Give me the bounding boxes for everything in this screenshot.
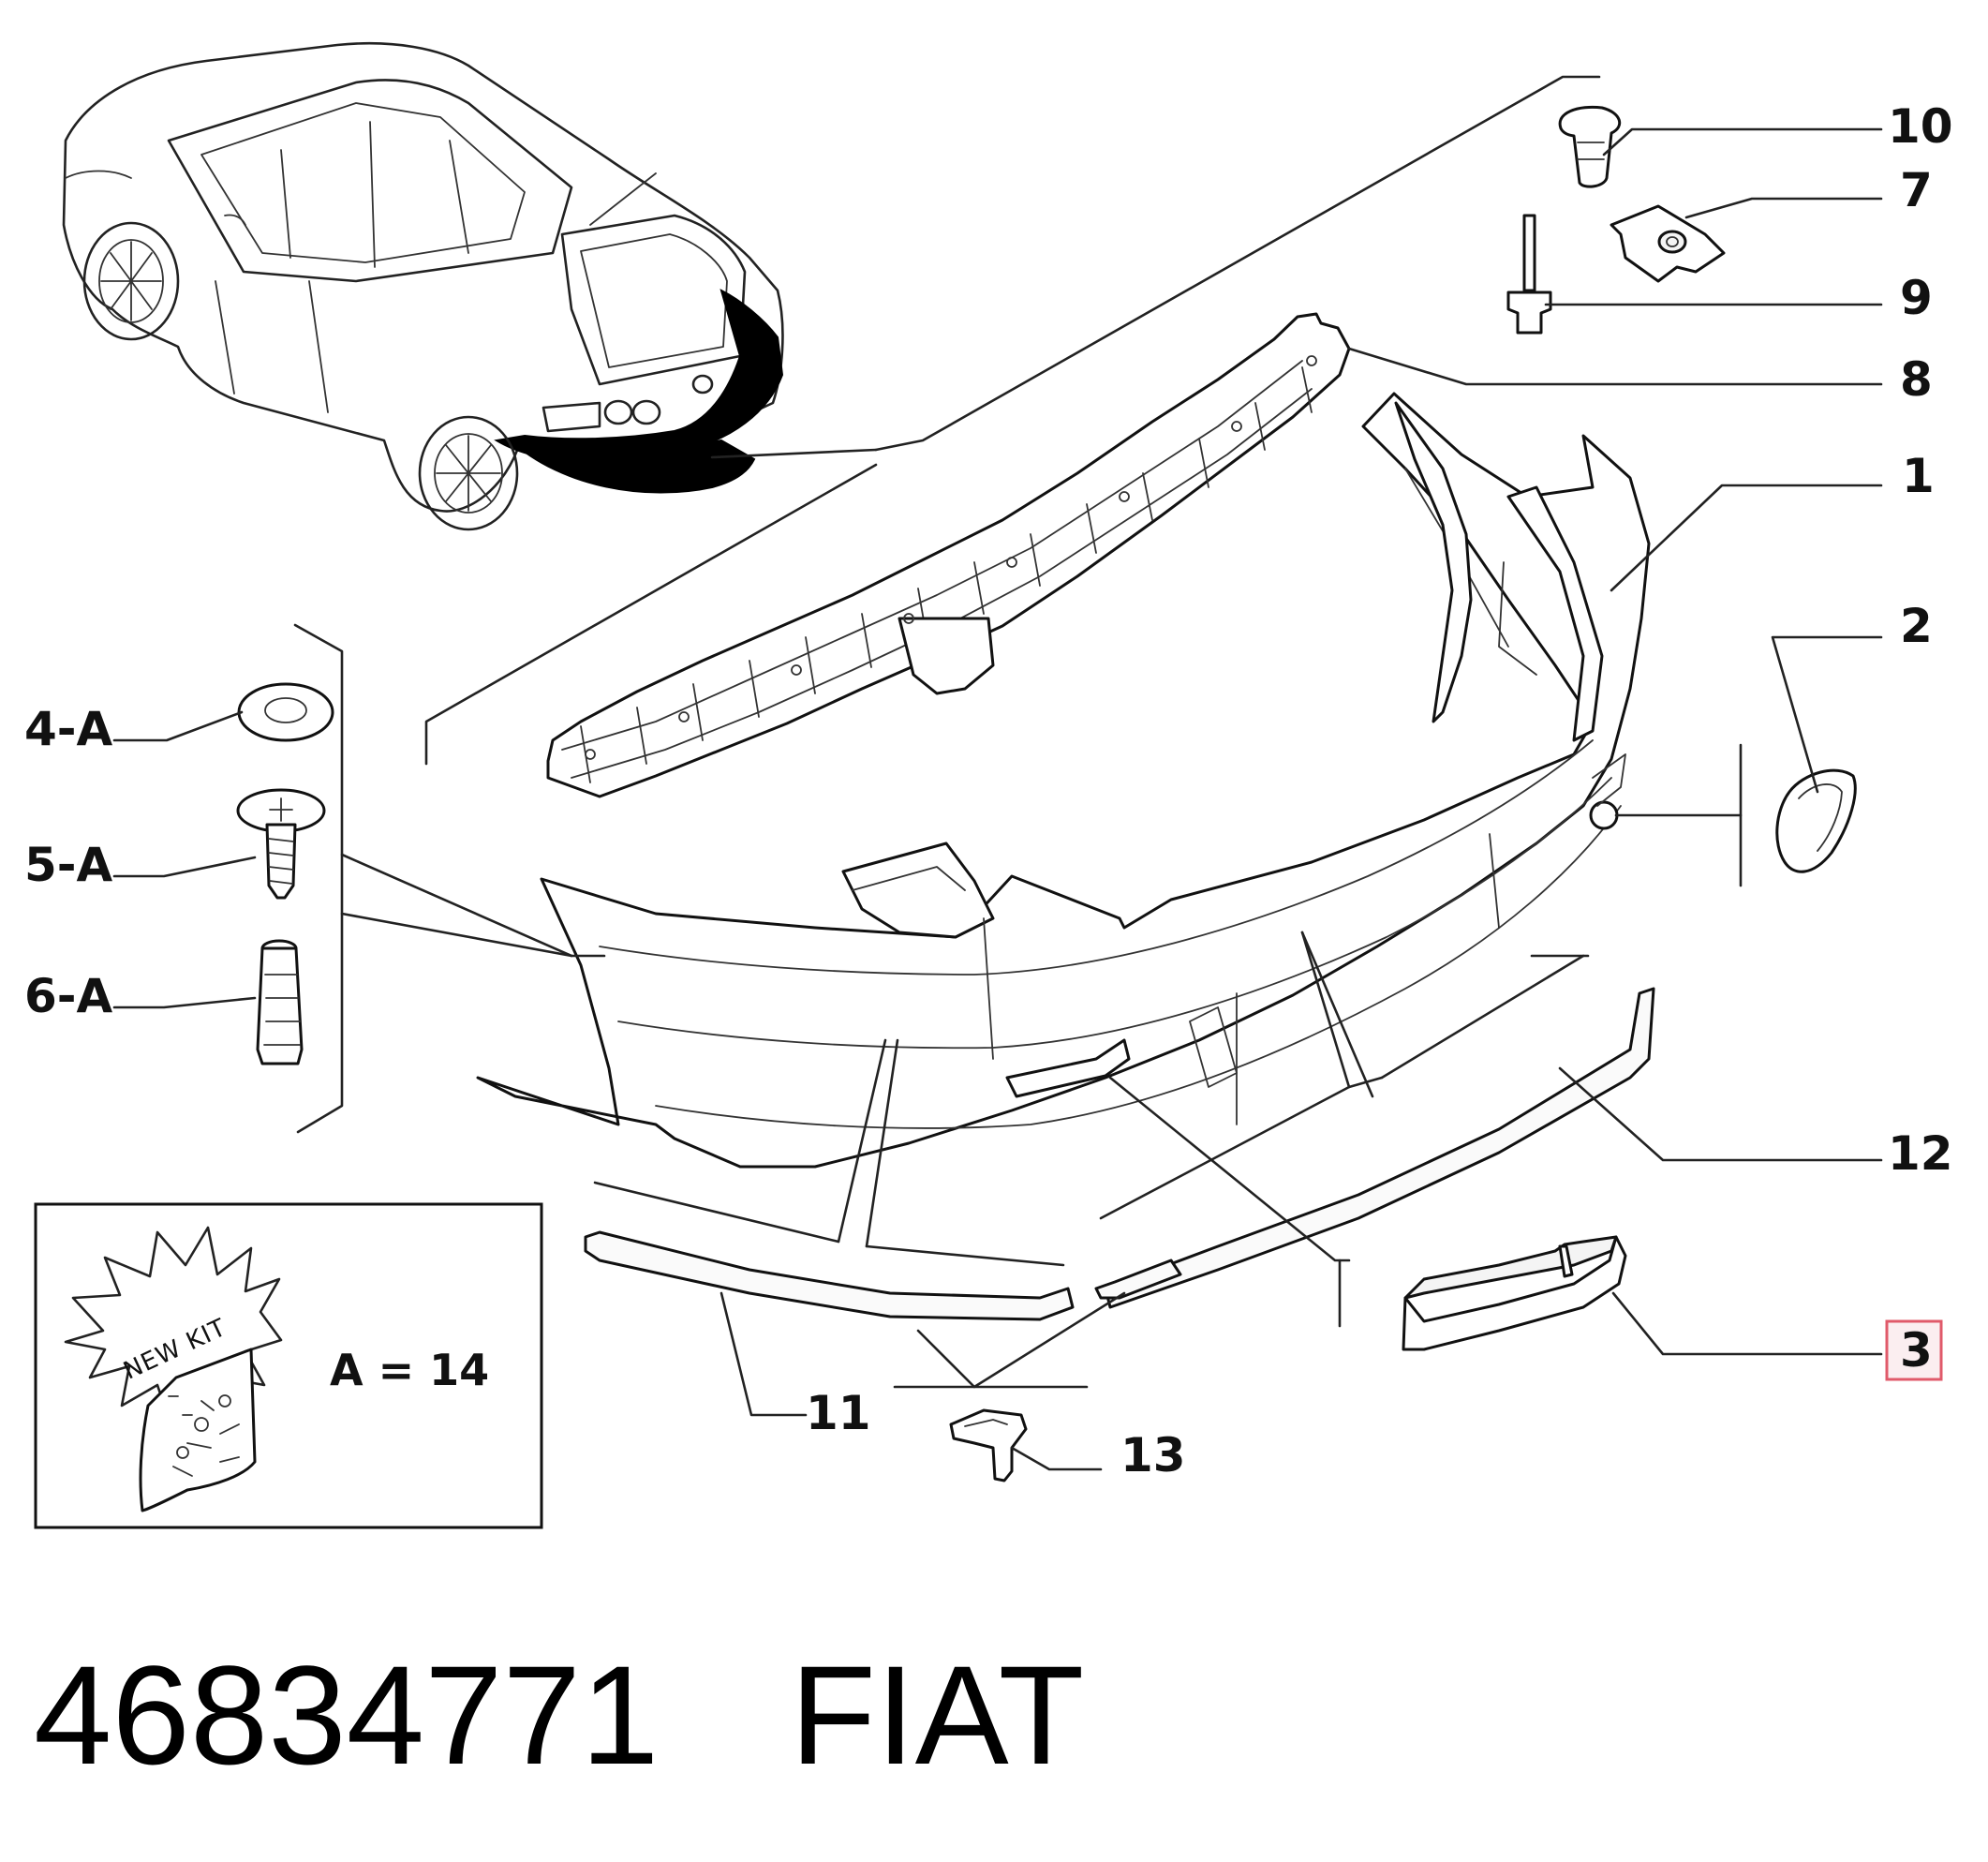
- kit-equation: A = 14: [330, 1345, 489, 1395]
- callout-10: 10: [1888, 99, 1953, 154]
- callout-5a: 5-A: [24, 838, 113, 892]
- callout-12: 12: [1888, 1126, 1953, 1181]
- part-2-tow-cap: [1775, 768, 1857, 873]
- callout-8: 8: [1900, 352, 1933, 407]
- part-13-clip: [949, 1408, 1028, 1482]
- brand-name: FIAT: [790, 1636, 1085, 1794]
- callout-3-highlight: [1885, 1319, 1943, 1381]
- car-illustration: [62, 42, 878, 531]
- new-kit-starburst: [64, 1226, 283, 1426]
- part-11-strip: [584, 1230, 1075, 1321]
- callout-labels: 10 7 9 8 1 2 12 3 11 13 4-A 5-A 6-A: [24, 99, 1953, 1482]
- callout-2: 2: [1900, 599, 1933, 653]
- strip-center-piece: [1094, 1259, 1182, 1300]
- part-8-reinforcement: [546, 312, 1351, 798]
- part-1-bumper-cover: [476, 392, 1651, 1169]
- callout-11: 11: [806, 1386, 871, 1440]
- part-9-bolt: [1506, 214, 1552, 335]
- part-5a-screw: [236, 788, 326, 900]
- bracket-lines: [293, 75, 1743, 1134]
- callout-6a: 6-A: [24, 969, 113, 1023]
- callout-1: 1: [1902, 449, 1935, 503]
- kit-box: NEW KIT A = 14: [34, 1202, 543, 1529]
- part-4a-washer: [237, 682, 334, 742]
- callout-9: 9: [1900, 271, 1933, 325]
- callout-3: 3: [1900, 1323, 1933, 1378]
- part-7-speed-nut: [1610, 204, 1726, 283]
- part-number: 46834771: [34, 1636, 660, 1794]
- footer-caption: 46834771 FIAT: [34, 1621, 1084, 1809]
- leader-lines: [112, 127, 1883, 1471]
- part-6a-grommet: [256, 939, 304, 1065]
- part-3-reflector: [1402, 1235, 1627, 1351]
- callout-13: 13: [1120, 1428, 1186, 1482]
- part-10-push-clip: [1558, 105, 1622, 188]
- callout-4a: 4-A: [24, 702, 113, 756]
- callout-7: 7: [1900, 163, 1933, 217]
